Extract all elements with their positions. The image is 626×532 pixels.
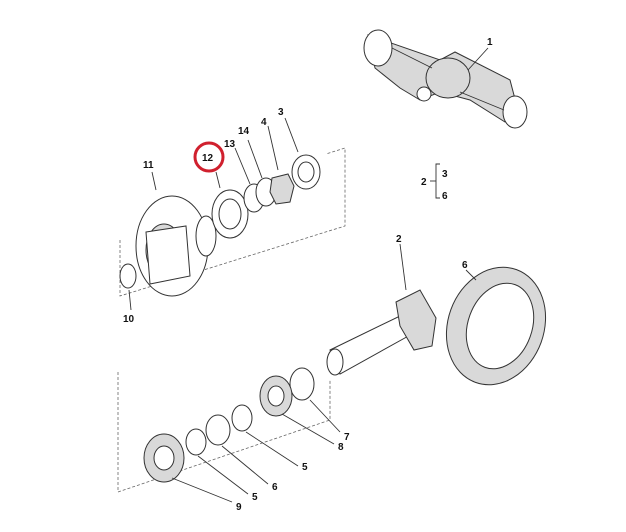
highlight-circle xyxy=(193,141,225,173)
nut-4[interactable] xyxy=(269,173,295,205)
callout-2-shaft[interactable]: 2 xyxy=(396,234,402,245)
washer-6[interactable] xyxy=(205,414,231,446)
snap-ring-10[interactable] xyxy=(119,263,137,289)
callout-3[interactable]: 3 xyxy=(278,107,284,118)
callout-3-bracket[interactable]: 3 xyxy=(442,169,448,180)
callout-6-gear[interactable]: 6 xyxy=(462,260,468,271)
callout-6-bracket[interactable]: 6 xyxy=(442,191,448,202)
callout-14[interactable]: 14 xyxy=(238,126,250,137)
callout-2-bracket[interactable]: 2 xyxy=(421,177,427,188)
callout-10[interactable]: 10 xyxy=(123,314,135,325)
pinion-shaft[interactable] xyxy=(326,289,437,376)
callout-9[interactable]: 9 xyxy=(236,502,242,513)
callout-6-washer[interactable]: 6 xyxy=(272,482,278,493)
lower-boundary xyxy=(117,372,331,493)
assembly-bracket xyxy=(430,163,440,199)
callout-4[interactable]: 4 xyxy=(261,117,267,128)
callout-11[interactable]: 11 xyxy=(143,160,154,171)
axle-assembly[interactable] xyxy=(363,29,528,129)
shim-5-middle[interactable] xyxy=(185,428,207,456)
differential-housing[interactable] xyxy=(135,195,217,297)
callout-5-middle[interactable]: 5 xyxy=(252,492,258,503)
leader-1 xyxy=(467,47,489,71)
shim-5-upper[interactable] xyxy=(231,404,253,432)
spacer-7[interactable] xyxy=(289,367,315,401)
callout-5-upper[interactable]: 5 xyxy=(302,462,308,473)
callout-13[interactable]: 13 xyxy=(224,139,236,150)
callout-7[interactable]: 7 xyxy=(344,432,350,443)
ring-gear[interactable] xyxy=(430,253,561,399)
callout-1[interactable]: 1 xyxy=(487,37,493,48)
callout-8[interactable]: 8 xyxy=(338,442,344,453)
callout-12[interactable]: 12 xyxy=(202,153,214,164)
